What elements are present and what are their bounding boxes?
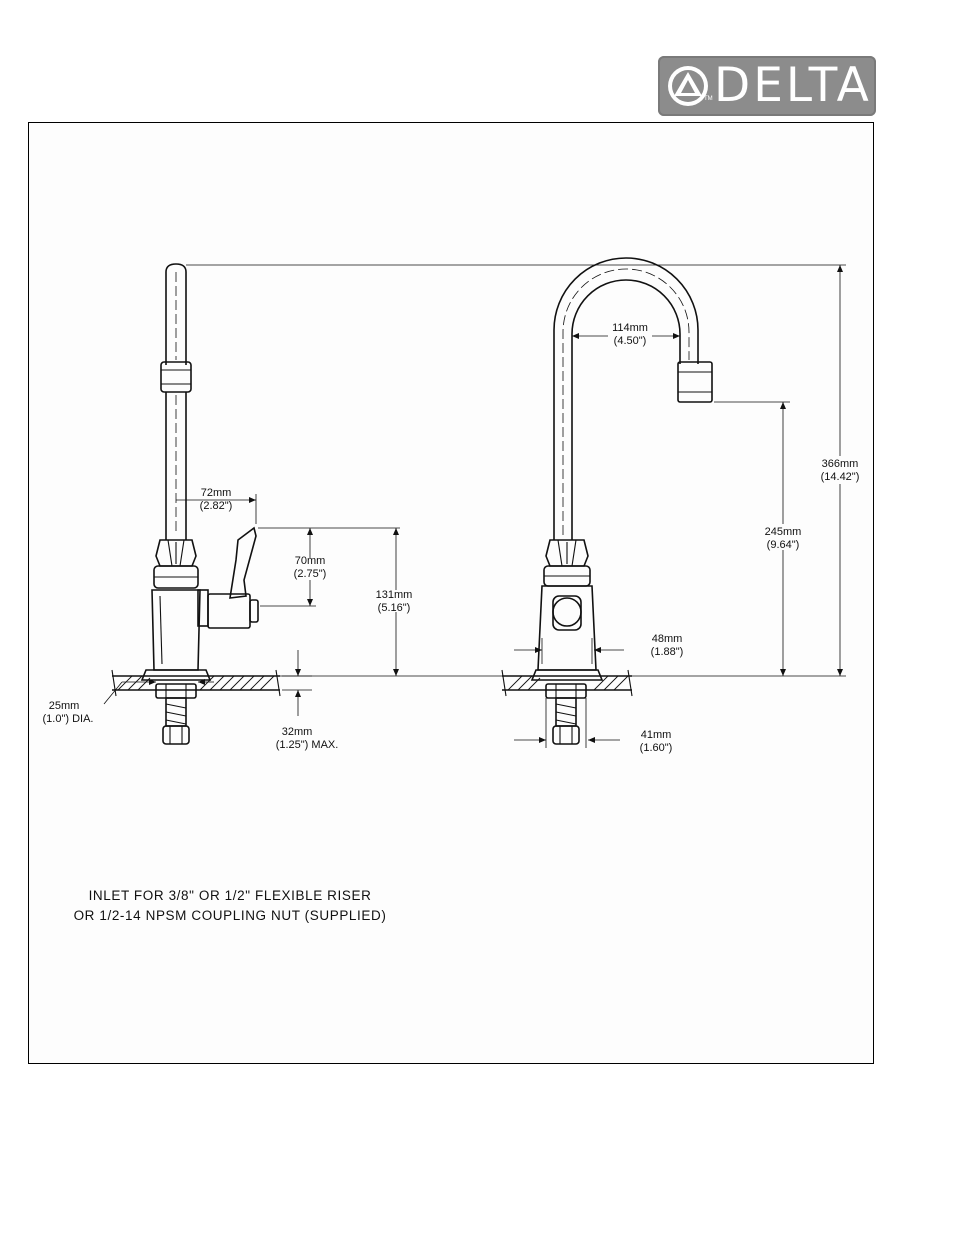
dimension-131mm: 131mm (5.16")	[280, 528, 846, 677]
dim-245-in: (9.64")	[767, 539, 800, 551]
dim-32-mm: 32mm	[282, 726, 313, 738]
dim-25-in: (1.0") DIA.	[43, 713, 94, 725]
dim-70-mm: 70mm	[295, 555, 326, 567]
dimension-32mm-max: 32mm (1.25") MAX.	[276, 650, 339, 751]
delta-logo: TM DELTA	[658, 56, 876, 116]
inlet-note-line-2: OR 1/2-14 NPSM COUPLING NUT (SUPPLIED)	[74, 908, 387, 923]
drawing-frame	[28, 122, 874, 1064]
dim-72-mm: 72mm	[201, 487, 232, 499]
brand-name: DELTA	[714, 58, 872, 113]
dim-131-mm: 131mm	[376, 589, 413, 601]
dim-41-in: (1.60")	[640, 742, 673, 754]
dim-48-mm: 48mm	[652, 633, 683, 645]
dimension-114mm: 114mm (4.50")	[572, 322, 680, 347]
counter-section-right	[501, 669, 633, 697]
side-view-faucet	[140, 263, 259, 745]
dim-25-mm: 25mm	[49, 700, 80, 712]
dim-72-in: (2.82")	[200, 500, 233, 512]
dimension-48mm: 48mm (1.88")	[514, 633, 683, 664]
dimension-41mm: 41mm (1.60")	[514, 698, 672, 754]
dim-32-in: (1.25") MAX.	[276, 739, 339, 751]
dim-366-in: (14.42")	[821, 471, 860, 483]
counter-section-left	[111, 669, 281, 697]
delta-triangle-icon	[668, 66, 708, 106]
dim-366-mm: 366mm	[822, 458, 859, 470]
dimension-70mm: 70mm (2.75")	[258, 527, 400, 607]
dim-114-mm: 114mm	[612, 322, 648, 334]
dim-114-in: (4.50")	[614, 335, 647, 347]
trademark-mark: TM	[704, 96, 713, 102]
dim-70-in: (2.75")	[294, 568, 327, 580]
front-view-faucet	[530, 257, 713, 745]
dim-48-in: (1.88")	[651, 646, 684, 658]
dimension-245mm: 245mm (9.64")	[714, 401, 802, 676]
dim-41-mm: 41mm	[641, 729, 672, 741]
dim-245-mm: 245mm	[765, 526, 802, 538]
dimension-25mm-dia: 25mm (1.0") DIA.	[43, 679, 214, 725]
dim-131-in: (5.16")	[378, 602, 411, 614]
dimension-72mm: 72mm (2.82")	[176, 487, 257, 524]
dimension-366mm: 366mm (14.42")	[821, 265, 860, 676]
inlet-note-line-1: INLET FOR 3/8" OR 1/2" FLEXIBLE RISER	[89, 888, 372, 903]
